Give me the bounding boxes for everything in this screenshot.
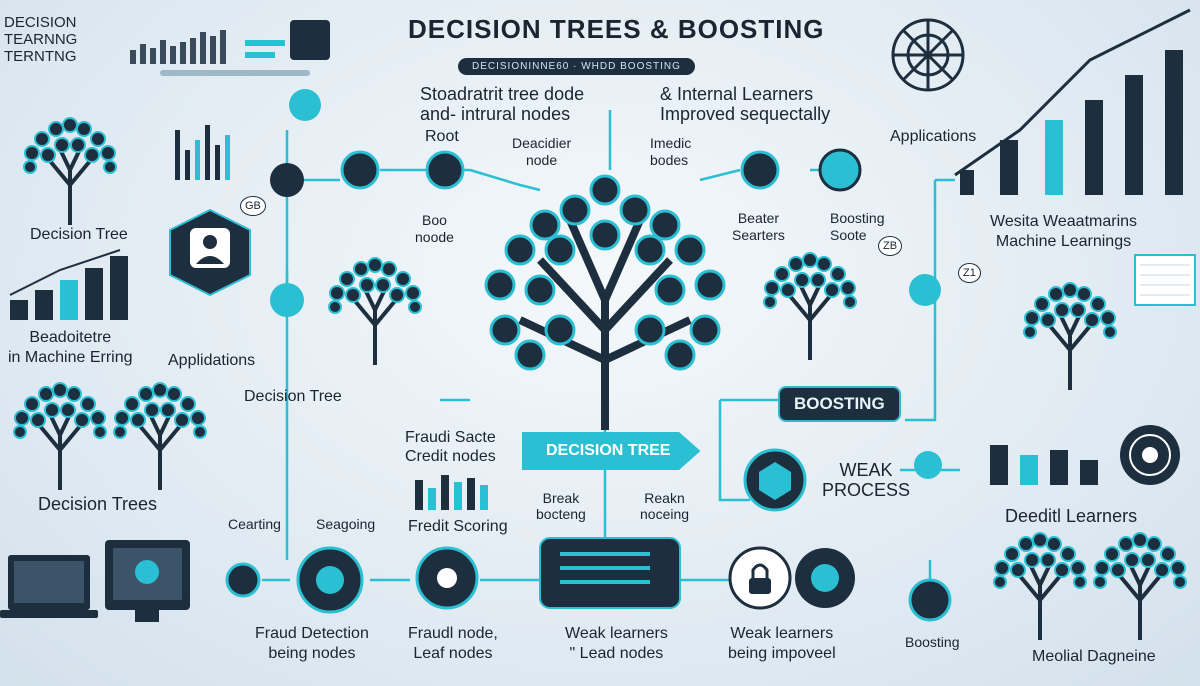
process-panel: [539, 537, 681, 609]
label-fredit-scoring: Fredit Scoring: [408, 518, 508, 535]
user-icon: [169, 208, 251, 297]
chart-panel: [1134, 254, 1196, 306]
label-seagoing: Seagoing: [316, 516, 376, 532]
central-tree: [484, 174, 726, 430]
label-fraud-credit: Fraudi Sacte Credit nodes: [405, 429, 496, 465]
label-break: Break bocteng: [536, 490, 586, 522]
corner-heading: DECISION TEARNNG TERNTNG: [4, 14, 78, 65]
node-icon: [909, 274, 941, 306]
label-weighted-learning: Wesita Weaatmarins Machine Learnings: [990, 213, 1138, 250]
label-machine-erring: Beadoitetre in Machine Erring: [8, 329, 133, 366]
bar-chart-icon: [960, 50, 1183, 195]
label-applications-mid: Applidations: [168, 352, 256, 369]
label-fraud-node: Fraudl node, Leaf nodes: [408, 625, 498, 662]
decision-tree-pill[interactable]: DECISION TREE: [522, 432, 701, 470]
node-icon: [225, 562, 261, 598]
node-icon: [270, 163, 304, 197]
label-internal-learners: & Internal Learners Improved sequectally: [660, 84, 831, 124]
node-icon: [914, 451, 942, 479]
bar-chart-icon: [415, 475, 488, 510]
trend-line: [954, 8, 1191, 177]
label-standard-tree: Stoadratrit tree dode and- intrural node…: [420, 84, 585, 124]
label-boosting-score: Boosting Soote: [830, 210, 885, 243]
node-icon: [425, 150, 465, 190]
connector-line: [699, 168, 741, 182]
boosting-pill[interactable]: BOOSTING: [778, 386, 901, 422]
label-medical: Meolial Dagneine: [1032, 648, 1156, 665]
connector-line: [905, 180, 937, 422]
label-beater-searters: Beater Searters: [732, 210, 785, 243]
label-decider-node: Deacidier node: [512, 135, 572, 168]
connector-line: [718, 400, 750, 502]
target-icon: [1120, 425, 1180, 485]
label-decision-trees: Decision Trees: [38, 494, 158, 514]
label-boo-node: Boo noode: [415, 212, 454, 245]
bar-chart-icon: [990, 445, 1098, 485]
badge-gb: GB: [240, 196, 266, 216]
label-cearting: Cearting: [228, 516, 281, 532]
subtitle-bar: DECISIONINNE60 · WHDD BOOSTING: [458, 58, 695, 75]
label-decision-tree-left: Decision Tree: [30, 226, 128, 243]
label-weak-improved: Weak learners being impoveel: [728, 625, 836, 662]
node-icon: [908, 578, 952, 622]
label-boosting-small: Boosting: [905, 634, 960, 650]
label-weak-process: WEAK PROCESS: [822, 460, 911, 500]
label-medic-nodes: Imedic bodes: [650, 135, 692, 168]
node-icon: [270, 283, 304, 317]
bar-chart-icon: [175, 125, 230, 180]
label-root: Root: [425, 128, 459, 145]
monitor-icon: [105, 540, 190, 622]
label-deediti-learners: Deeditl Learners: [1005, 506, 1138, 526]
radar-icon: [891, 18, 965, 92]
node-icon: [740, 150, 780, 190]
connector-line: [469, 168, 541, 192]
target-icon: [289, 89, 321, 121]
label-fraud-detection: Fraud Detection being nodes: [255, 625, 369, 662]
page-title: DECISION TREES & BOOSTING: [408, 14, 825, 44]
lock-icon: [728, 546, 792, 610]
badge-z1: Z1: [958, 263, 981, 283]
label-applications-top: Applications: [890, 128, 977, 145]
laptop-icon: [0, 555, 98, 618]
label-weak-lead: Weak learners " Lead nodes: [565, 625, 668, 662]
node-icon: [340, 150, 380, 190]
bar-chart-icon: [9, 249, 128, 320]
gear-icon: [795, 548, 855, 608]
label-decision-tree-mid: Decision Tree: [244, 388, 342, 405]
node-icon: [818, 148, 862, 192]
label-realm: Reakn noceing: [640, 490, 690, 522]
badge-zb: ZB: [878, 236, 903, 256]
